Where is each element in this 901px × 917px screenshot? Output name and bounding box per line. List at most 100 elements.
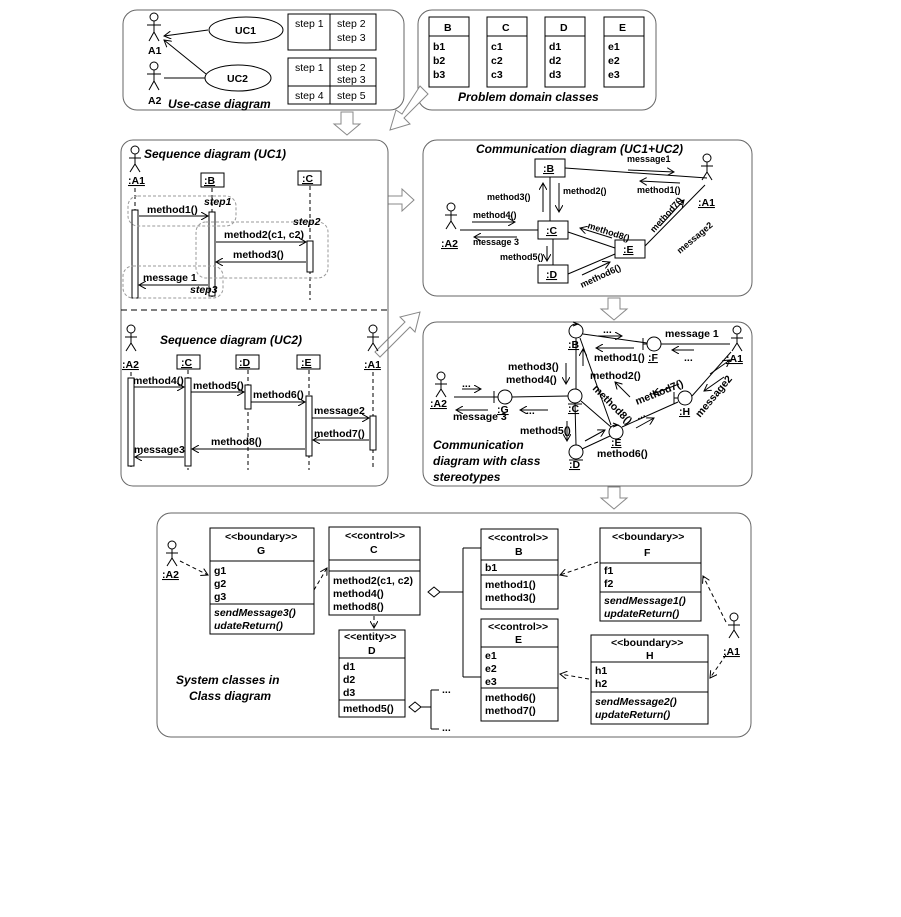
svg-text:h1: h1	[595, 665, 607, 677]
seq-uc2-actor-a2	[125, 324, 137, 352]
svg-text:d2: d2	[549, 55, 561, 67]
svg-text:method2(c1, c2): method2(c1, c2)	[333, 575, 413, 587]
stereo-ellipsis-2: ...	[684, 352, 693, 364]
comm-msg-message3: message 3	[473, 237, 519, 247]
svg-text:g1: g1	[214, 565, 226, 577]
svg-text:D: D	[368, 645, 376, 657]
comm-actor-a2	[445, 202, 457, 230]
svg-text:D: D	[560, 22, 568, 34]
comm-msg-message1: message1	[627, 154, 671, 164]
svg-text:c3: c3	[491, 69, 503, 81]
seq-uc1-step2: step2	[293, 216, 321, 228]
svg-text:F: F	[644, 547, 651, 559]
stereo-ellipsis-1: ...	[603, 324, 612, 336]
domain-class-e: E e1 e2 e3	[603, 16, 645, 88]
svg-text:e2: e2	[485, 663, 497, 675]
svg-text:b1: b1	[433, 41, 445, 53]
seq-uc1-step1: step1	[204, 196, 232, 208]
class-actor-a1	[728, 612, 740, 639]
svg-text:E: E	[619, 22, 626, 34]
seq-uc1-msg-message1: message 1	[143, 272, 197, 284]
svg-text:e1: e1	[608, 41, 620, 53]
svg-text:H: H	[646, 650, 654, 662]
svg-text:method4(): method4()	[333, 588, 384, 600]
seq-uc1-actor-a1	[129, 145, 141, 173]
seq-uc1-msg-method3: method3()	[233, 249, 284, 261]
svg-text:d1: d1	[343, 661, 355, 673]
seq-uc1-msg-method2: method2(c1, c2)	[224, 229, 304, 241]
seq-uc1-step3: step3	[190, 284, 218, 296]
stereo-actor-a1-label: :A1	[726, 353, 743, 365]
stereo-msg-message2: message2	[693, 373, 735, 420]
comm-title: Communication diagram (UC1+UC2)	[476, 142, 683, 156]
svg-text:<<control>>: <<control>>	[345, 530, 405, 542]
svg-text:C: C	[502, 22, 510, 34]
stereo-caption-line-2: diagram with class	[433, 454, 541, 468]
stereo-object-d: :D	[569, 459, 580, 471]
class-f: <<boundary>> F f1 f2 sendMessage1() upda…	[599, 527, 702, 622]
stereo-msg-method5: method5()	[520, 425, 571, 437]
svg-text:method1(): method1()	[485, 579, 536, 591]
svg-text:b1: b1	[485, 562, 497, 574]
stereo-msg-method4: method4()	[506, 374, 557, 386]
stereo-caption-line-1: Communication	[433, 438, 524, 452]
stereo-object-f: :F	[648, 352, 658, 364]
class-g: <<boundary>> G g1 g2 g3 sendMessage3() u…	[209, 527, 315, 635]
svg-text:e2: e2	[608, 55, 620, 67]
svg-text:sendMessage1(): sendMessage1()	[604, 595, 686, 607]
class-c: <<control>> C method2(c1, c2) method4() …	[328, 526, 421, 616]
seq-uc2-actor-a1	[367, 324, 379, 352]
class-ellipsis-2: ...	[442, 722, 451, 734]
communication-panel: Communication diagram (UC1+UC2) :B :C :D…	[422, 139, 753, 297]
class-caption-line-1: System classes in	[176, 673, 279, 687]
svg-text:<<control>>: <<control>>	[488, 532, 548, 544]
usecase-uc1	[208, 16, 284, 44]
uc2-step-3: step 3	[337, 74, 366, 86]
svg-text:G: G	[257, 545, 265, 557]
svg-text:d3: d3	[549, 69, 561, 81]
svg-text:b2: b2	[433, 55, 445, 67]
seq-uc1-lifeline-a1: :A1	[128, 175, 145, 187]
comm-msg-message2: message2	[675, 220, 715, 256]
svg-text:d3: d3	[343, 687, 355, 699]
svg-text:c1: c1	[491, 41, 503, 53]
usecase-uc1-label: UC1	[235, 25, 256, 37]
svg-text:<<boundary>>: <<boundary>>	[611, 637, 683, 649]
class-e: <<control>> E e1 e2 e3 method6() method7…	[480, 618, 559, 722]
seq-uc1-lifeline-b: :B	[204, 175, 215, 187]
svg-text:method8(): method8()	[333, 601, 384, 613]
usecase-panel: A1 A2 UC1 UC2 step 1 step 2 step 3 step …	[122, 9, 405, 111]
svg-text:B: B	[515, 546, 523, 558]
domain-class-b: B b1 b2 b3	[428, 16, 470, 88]
svg-text:f2: f2	[604, 578, 613, 590]
svg-text:sendMessage3(): sendMessage3()	[214, 607, 296, 619]
comm-object-c: :C	[546, 225, 557, 237]
svg-text:b3: b3	[433, 69, 445, 81]
stereo-msg-method1: method1()	[594, 352, 645, 364]
seq-uc2-title: Sequence diagram (UC2)	[160, 333, 302, 347]
seq-uc2-lifeline-a1: :A1	[364, 359, 381, 371]
actor-a1-label: A1	[148, 45, 162, 57]
stereo-object-c: :C	[568, 403, 579, 415]
svg-text:udateReturn(): udateReturn()	[214, 620, 283, 632]
comm-msg-method4: method4()	[473, 210, 517, 220]
domain-caption: Problem domain classes	[458, 90, 599, 104]
class-actor-a2	[166, 540, 178, 567]
seq-uc2-msg-message3: message3	[134, 444, 185, 456]
class-h: <<boundary>> H h1 h2 sendMessage2() upda…	[590, 634, 709, 725]
seq-uc2-msg-message2: message2	[314, 405, 365, 417]
svg-text:C: C	[370, 544, 378, 556]
stereo-actor-a2	[435, 371, 447, 398]
stereo-msg-method3: method3()	[508, 361, 559, 373]
class-actor-a1-label: :A1	[723, 646, 740, 658]
uc2-step-2: step 2	[337, 62, 366, 74]
class-diagram-panel: :A2 :A1 <<boundary>> G g1 g2 g3 sendMess…	[156, 512, 752, 738]
flow-arrows	[332, 85, 629, 510]
svg-text:sendMessage2(): sendMessage2()	[595, 696, 677, 708]
seq-uc1-lifeline-c: :C	[302, 173, 313, 185]
actor-a1	[147, 12, 161, 42]
svg-text:d2: d2	[343, 674, 355, 686]
stereotype-panel: :B :F :G :C :E :H :D :A1 :A2 ... message…	[422, 321, 753, 487]
svg-text:updateReturn(): updateReturn()	[595, 709, 671, 721]
comm-actor-a1-label: :A1	[698, 197, 715, 209]
